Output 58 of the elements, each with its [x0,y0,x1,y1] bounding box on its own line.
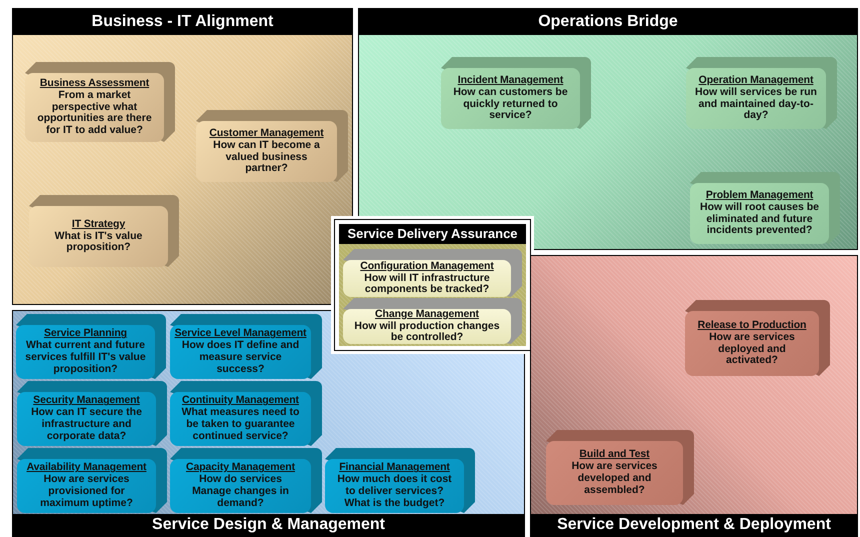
block-heading: Service Level Management [174,328,306,340]
block-question: How are services developed and assembled? [570,461,658,497]
block-question: From a market perspective what opportunities are there for IT to add value? [36,90,153,137]
block-question: How will services be run and maintained day-to-day? [695,86,817,122]
process-block [685,300,830,376]
process-block [343,249,522,297]
section-title: Service Design & Management [13,514,524,536]
process-block [170,314,322,379]
process-block [686,57,837,129]
block-heading: Service Planning [44,328,127,340]
section-title: Service Delivery Assurance [339,224,526,244]
block-question: How much does it cost to deliver services? What is the budget? [336,474,453,510]
process-block [170,381,322,446]
block-question: How are services provisioned for maximum uptime? [39,474,134,510]
block-heading: Availability Management [26,462,146,474]
block-question: How will root causes be eliminated and future incidents prevented? [699,202,820,238]
block-question: How will IT infrastructure components be tracked? [363,272,491,296]
block-heading: Release to Production [698,320,806,332]
block-question: How can customers be quickly returned to service? [452,86,569,122]
process-block [325,448,475,513]
block-heading: Business Assessment [40,78,150,90]
block-heading: Security Management [33,395,140,407]
process-block [29,195,179,267]
section-title: Service Development & Deployment [531,514,857,536]
block-heading: Build and Test [579,449,650,461]
process-block [17,448,167,513]
block-heading: Problem Management [706,190,814,202]
block-heading: Operation Management [698,74,814,87]
block-question: What current and future services fulfill IT's value proposition? [25,340,146,376]
block-question: What is IT's value proposition? [54,230,144,254]
block-heading: Configuration Management [360,260,494,273]
process-block [546,430,694,505]
process-block [343,298,522,344]
block-heading: Incident Management [458,74,564,87]
process-block [441,57,591,129]
block-heading: Continuity Management [182,395,299,407]
process-block [690,172,840,244]
block-heading: Capacity Management [186,462,295,474]
block-heading: Change Management [375,308,479,321]
block-heading: Financial Management [339,462,450,474]
block-question: How do services Manage changes in demand? [191,474,290,510]
block-heading: IT Strategy [72,218,126,231]
block-question: How are services deployed and activated? [708,332,796,368]
section-title: Operations Bridge [359,9,857,35]
process-block [170,448,322,513]
section-panel [530,255,858,537]
block-question: How can IT become a valued business partner? [212,140,321,176]
process-block [196,110,348,182]
process-block [25,62,175,142]
block-question: What measures need to be taken to guarantee continued service? [180,407,300,443]
block-question: How can IT secure the infrastructure and corporate data? [30,407,143,443]
block-heading: Customer Management [209,128,324,140]
block-question: How will production changes be controlled? [353,320,501,344]
section-title: Business - IT Alignment [13,9,352,35]
block-question: How does IT define and measure service success? [180,340,300,376]
section-panel [12,310,525,537]
process-block [16,314,166,379]
process-block [17,381,167,446]
